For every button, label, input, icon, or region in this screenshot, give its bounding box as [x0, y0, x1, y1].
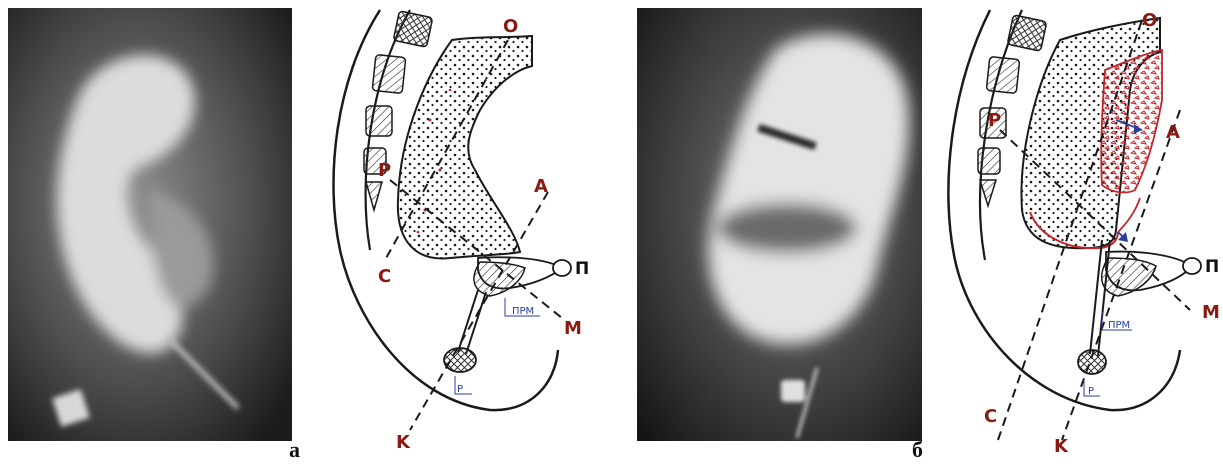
label-K: K [1054, 436, 1069, 455]
label-R: Р [1088, 386, 1094, 397]
vertebra-2 [372, 55, 406, 94]
label-O: O [503, 16, 518, 37]
vertebra-3 [366, 106, 392, 136]
label-Pi: П [575, 259, 589, 279]
label-O: O [1142, 10, 1157, 31]
label-P: P [988, 110, 1001, 131]
label-PRM: ПРМ [512, 306, 534, 317]
rectum-contrast [398, 36, 532, 258]
label-A: A [534, 176, 548, 197]
label-M: M [564, 318, 582, 339]
label-C: C [984, 406, 997, 427]
catheter-cap [444, 348, 476, 372]
vertebra-1 [393, 11, 432, 47]
schematic-drawing-a: O P A C M K П ПРМ Р [300, 0, 590, 455]
vertebra-5 [366, 182, 382, 210]
caption-b: б [912, 437, 923, 463]
label-M: M [1202, 302, 1220, 323]
xray-image-b [637, 8, 922, 441]
xray-image-a [8, 8, 292, 441]
label-C: C [378, 266, 391, 287]
label-K: K [396, 432, 411, 453]
label-P: P [378, 160, 391, 181]
label-A: A [1166, 122, 1180, 143]
label-R: Р [457, 384, 463, 395]
caption-a: а [289, 437, 300, 463]
pouch-tip [553, 260, 571, 276]
label-PRM: ПРМ [1108, 320, 1130, 331]
schematic-drawing-b: O P A C M K П ПРМ Р [930, 0, 1223, 455]
label-Pi: П [1205, 257, 1219, 277]
